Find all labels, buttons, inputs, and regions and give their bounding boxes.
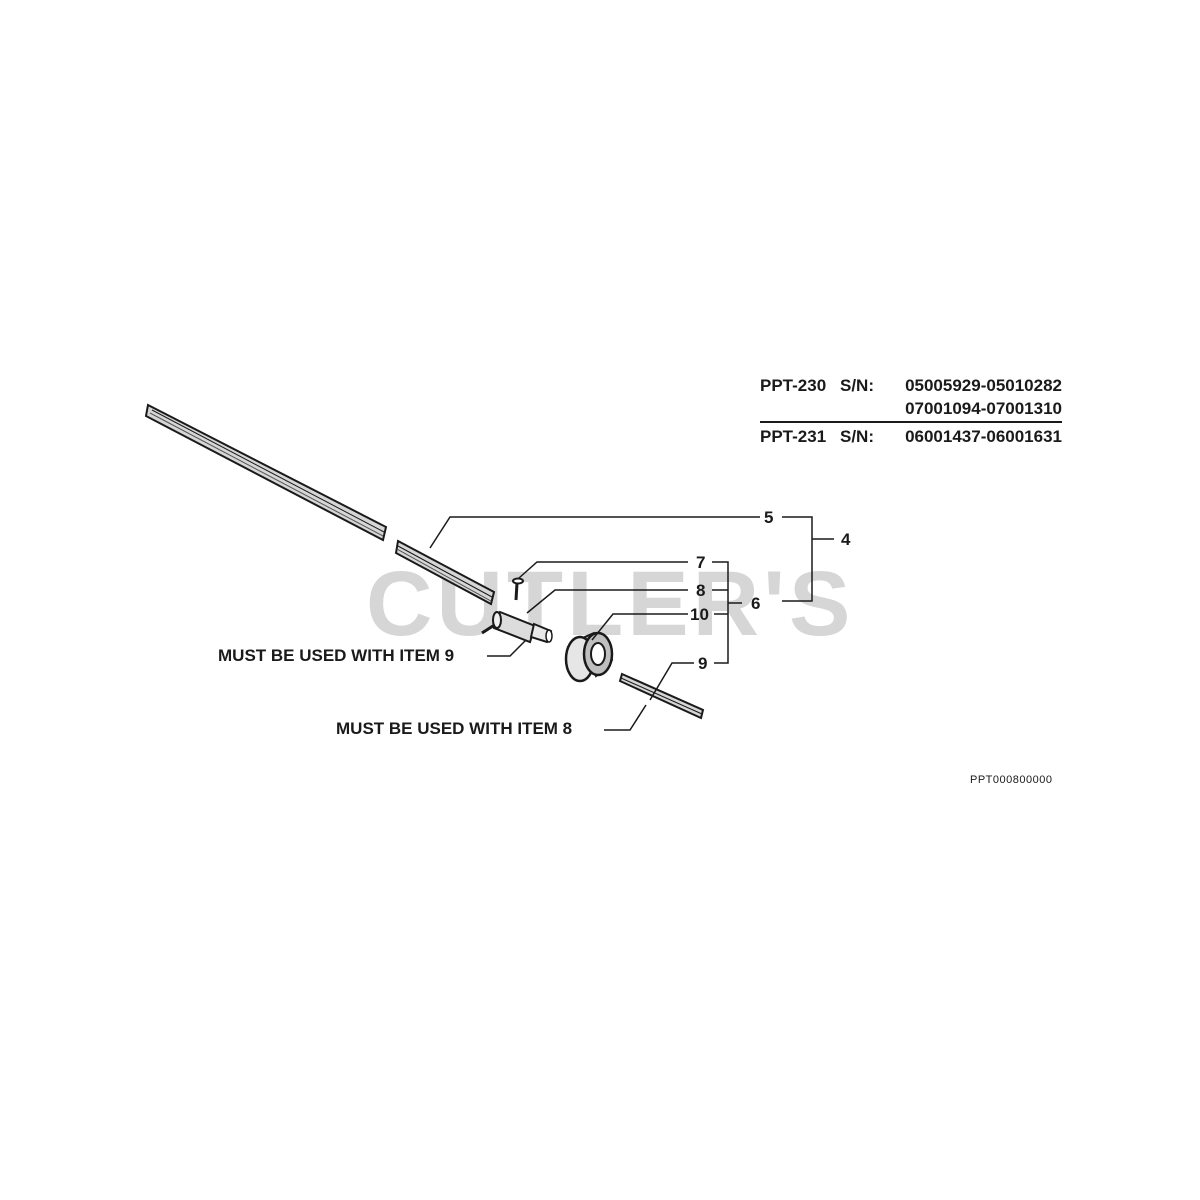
model-label: PPT-230 xyxy=(760,376,827,395)
model-label xyxy=(760,397,840,420)
model-label: PPT-231 xyxy=(760,427,827,446)
callout-4: 4 xyxy=(841,530,851,549)
serial-row-ppt230-extra: 07001094-07001310 xyxy=(760,397,1062,420)
coupling-shaft xyxy=(492,610,553,644)
callout-9: 9 xyxy=(698,654,707,673)
drive-shaft-upper xyxy=(144,403,388,542)
sn-label: S/N: xyxy=(840,376,874,395)
note-must-use-item-9: MUST BE USED WITH ITEM 9 xyxy=(218,646,455,665)
bearing-part xyxy=(564,631,614,683)
serial-range: 07001094-07001310 xyxy=(905,399,1062,418)
serial-row-ppt230: PPT-230 S/N: 05005929-05010282 xyxy=(760,374,1062,397)
serial-range: 06001437-06001631 xyxy=(905,427,1062,446)
sn-label: S/N: xyxy=(840,427,874,446)
sn-label xyxy=(840,397,894,420)
callout-7: 7 xyxy=(696,553,705,572)
square-drive-shaft xyxy=(618,672,705,720)
serial-divider xyxy=(760,421,1062,423)
note-must-use-item-8: MUST BE USED WITH ITEM 8 xyxy=(336,719,573,738)
diagram-code: PPT000800000 xyxy=(970,774,1053,786)
callout-8: 8 xyxy=(696,581,705,600)
drive-shaft-lower xyxy=(394,539,496,606)
serial-range: 05005929-05010282 xyxy=(905,376,1062,395)
screw-part xyxy=(512,577,524,601)
serial-number-block: PPT-230 S/N: 05005929-05010282 07001094-… xyxy=(760,374,1062,448)
leader-lines xyxy=(429,516,834,731)
callout-10: 10 xyxy=(690,605,709,624)
callout-6: 6 xyxy=(751,594,760,613)
serial-row-ppt231: PPT-231 S/N: 06001437-06001631 xyxy=(760,425,1062,448)
callout-5: 5 xyxy=(764,508,773,527)
